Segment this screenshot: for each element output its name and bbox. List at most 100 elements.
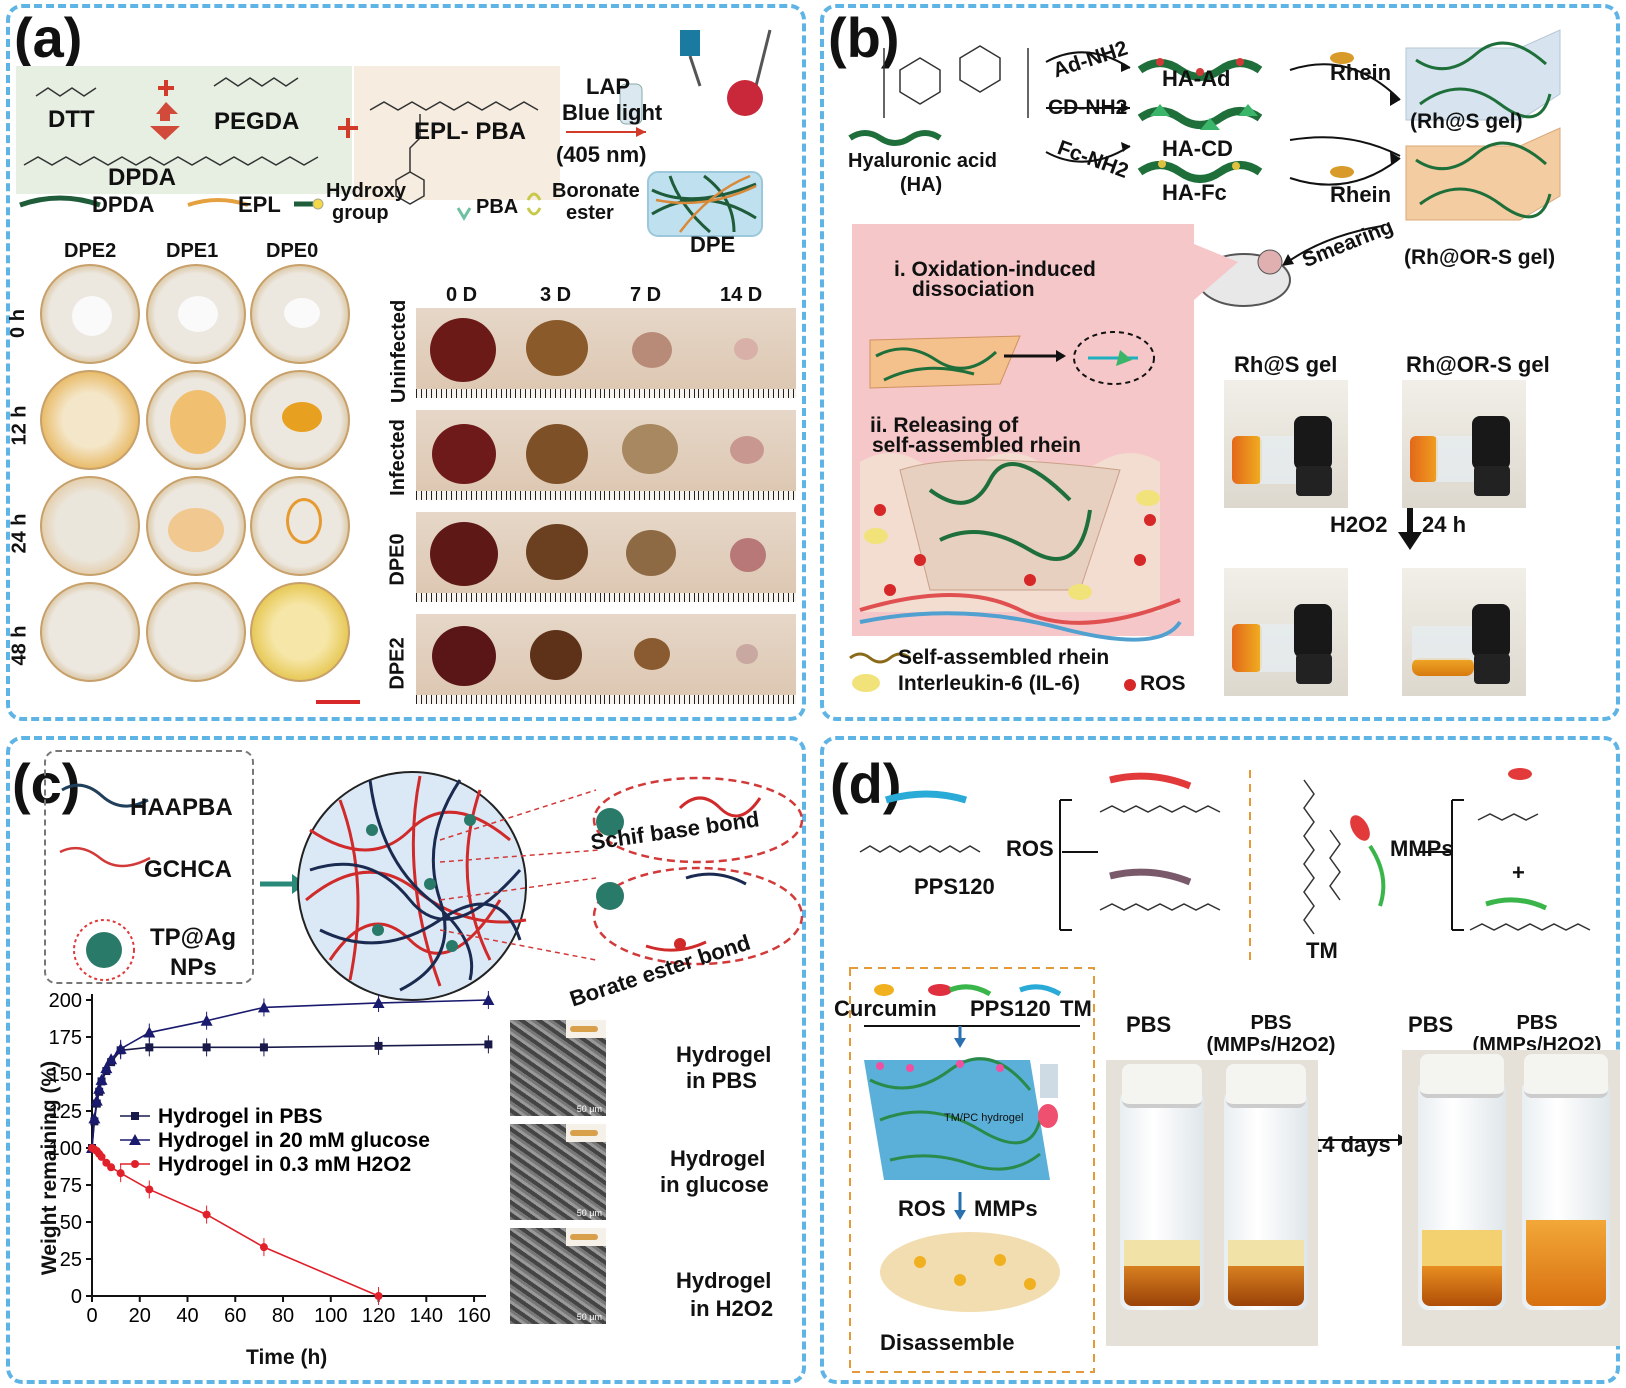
panel-b-label: (b) xyxy=(828,6,900,69)
component-box xyxy=(44,750,254,984)
dtt-label: DTT xyxy=(48,106,95,133)
data-point-2 xyxy=(107,1163,116,1172)
time-24h: 24 h xyxy=(1422,512,1467,537)
dish-col-dpe1: DPE1 xyxy=(166,240,219,262)
wound-photo xyxy=(698,614,796,704)
sem-image-h2o2: 50 μm xyxy=(510,1228,606,1324)
legend-group: group xyxy=(332,202,389,224)
vial-mmps-day14 xyxy=(1522,1054,1610,1310)
sem-label-pbs-1: Hydrogel xyxy=(676,1042,772,1067)
data-point-0 xyxy=(202,1043,211,1052)
data-point-2 xyxy=(202,1210,211,1219)
data-point-0 xyxy=(484,1040,493,1049)
wound-photo xyxy=(416,308,514,398)
days-label: 14 days xyxy=(1310,1132,1391,1157)
photo-title-rhs: Rh@S gel xyxy=(1234,352,1338,377)
data-point-2 xyxy=(259,1243,268,1252)
comp-pps: PPS120 xyxy=(970,996,1051,1021)
x-tick-label: 160 xyxy=(457,1305,490,1327)
x-tick-label: 100 xyxy=(314,1305,347,1327)
wound-col-3d: 3 D xyxy=(540,284,572,306)
data-point-2 xyxy=(97,1152,106,1161)
vial-mmps-day0 xyxy=(1224,1064,1308,1310)
lap-label: LAP xyxy=(586,74,630,99)
wound-photo xyxy=(510,308,608,398)
y-tick-label: 125 xyxy=(49,1101,82,1123)
sem-label-h2o2-1: Hydrogel xyxy=(676,1268,772,1293)
legend-label-1: Hydrogel in 20 mM glucose xyxy=(158,1129,430,1152)
vial-pbs-day0 xyxy=(1120,1064,1204,1310)
legend-pba: PBA xyxy=(476,196,519,218)
x-tick-label: 0 xyxy=(86,1305,97,1327)
dish-dpe1-0h xyxy=(146,264,246,364)
dish-dpe2-48h xyxy=(40,582,140,682)
wound-photo xyxy=(698,410,796,500)
data-point-2 xyxy=(145,1185,154,1194)
component-gchca: GCHCA xyxy=(144,856,232,883)
mmps-label-2: MMPs xyxy=(974,1196,1038,1221)
gel-rhors: (Rh@OR-S gel) xyxy=(1404,246,1556,269)
sem-image-pbs: 50 μm xyxy=(510,1020,606,1116)
data-point-1 xyxy=(88,1112,101,1124)
wound-photo xyxy=(416,614,514,704)
gel-photo-rhors-after xyxy=(1402,568,1526,696)
panel-b xyxy=(820,4,1620,721)
wound-col-0d: 0 D xyxy=(446,284,478,306)
panel-a xyxy=(6,4,806,721)
comp-curcumin: Curcumin xyxy=(834,996,937,1021)
y-tick-label: 25 xyxy=(60,1249,82,1271)
y-tick-label: 175 xyxy=(49,1027,82,1049)
sem-image-glucose: 50 μm xyxy=(510,1124,606,1220)
hydrogel-label: TM/PC hydrogel xyxy=(944,1112,1024,1124)
panel-a-label: (a) xyxy=(14,6,83,69)
data-point-1 xyxy=(105,1053,118,1065)
wound-photo xyxy=(604,308,702,398)
legend-ester: ester xyxy=(566,202,614,224)
mmps-label: MMPs xyxy=(1390,836,1454,861)
epl-pba-box xyxy=(354,66,560,200)
dish-dpe1-12h xyxy=(146,370,246,470)
rhein-label-1: Rhein xyxy=(1330,60,1392,85)
y-tick-label: 100 xyxy=(49,1138,82,1160)
x-tick-label: 60 xyxy=(224,1305,246,1327)
legend-marker-1 xyxy=(129,1134,141,1145)
step-2b: self-assembled rhein xyxy=(872,434,1081,457)
rhein-label-2: Rhein xyxy=(1330,182,1392,207)
sem-label-glucose-2: in glucose xyxy=(660,1172,769,1197)
blue-light-label: Blue light xyxy=(562,100,663,125)
legend-dpda: DPDA xyxy=(92,192,155,217)
panel-c-label: (c) xyxy=(12,752,81,815)
gel-photo-rhors-before xyxy=(1402,380,1526,508)
data-point-0 xyxy=(374,1041,383,1050)
wound-photo xyxy=(416,410,514,500)
wound-col-14d: 14 D xyxy=(720,284,763,306)
dish-dpe2-24h xyxy=(40,476,140,576)
data-point-1 xyxy=(95,1073,108,1085)
data-point-1 xyxy=(257,1001,270,1013)
component-haapba: HAAPBA xyxy=(130,794,233,821)
data-point-1 xyxy=(93,1082,106,1094)
sem-label-pbs-2: in PBS xyxy=(686,1068,757,1093)
y-tick-label: 200 xyxy=(49,990,82,1012)
legend-rhein: Self-assembled rhein xyxy=(898,646,1110,669)
x-tick-label: 20 xyxy=(129,1305,151,1327)
x-tick-label: 80 xyxy=(272,1305,294,1327)
ha-abbr: (HA) xyxy=(900,174,943,196)
data-point-1 xyxy=(482,994,495,1005)
h2o2-label: H2O2 xyxy=(1330,512,1388,537)
panel-c xyxy=(6,736,806,1384)
ros-label: ROS xyxy=(1006,836,1054,861)
wound-photo xyxy=(698,512,796,602)
wound-photo xyxy=(698,308,796,398)
wound-photo xyxy=(604,614,702,704)
legend-label-0: Hydrogel in PBS xyxy=(158,1105,323,1128)
y-tick-label: 50 xyxy=(60,1212,82,1234)
wound-col-7d: 7 D xyxy=(630,284,662,306)
wound-photo xyxy=(416,512,514,602)
x-tick-label: 140 xyxy=(410,1305,443,1327)
dish-dpe0-48h xyxy=(250,582,350,682)
step-1a: i. Oxidation-induced xyxy=(894,258,1096,281)
step-1b: dissociation xyxy=(912,278,1035,301)
dish-dpe1-24h xyxy=(146,476,246,576)
legend-epl: EPL xyxy=(238,192,281,217)
